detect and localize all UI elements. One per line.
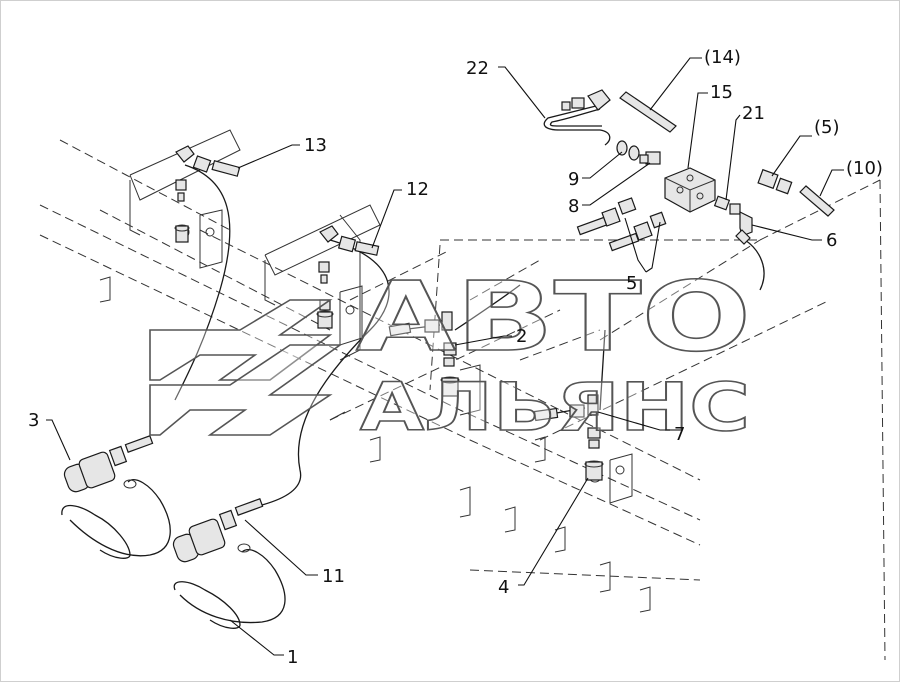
hoses	[174, 104, 765, 506]
callout-8: 8	[568, 196, 579, 217]
watermark-line2: АЛЬЯНС	[360, 369, 750, 446]
callout-13: 13	[304, 135, 327, 156]
callout-4: 4	[498, 577, 509, 598]
couplings	[61, 435, 286, 629]
callout-12: 12	[406, 179, 429, 200]
fittings	[174, 89, 835, 481]
dust-cap-upper	[61, 479, 171, 559]
watermark-logo	[149, 299, 343, 436]
coupling-11	[172, 498, 264, 563]
callout-7: 7	[674, 424, 685, 445]
callout-labels: 22 (14) 15 21 (5) (10) 13 12 9 8 6 5 2 7…	[28, 47, 883, 668]
watermark: АВТО АЛЬЯНС	[149, 260, 752, 447]
callout-11: 11	[322, 566, 345, 587]
callout-6: 6	[826, 230, 837, 251]
leader-lines	[46, 57, 844, 656]
callout-9: 9	[568, 169, 579, 190]
watermark-line1: АВТО	[356, 261, 751, 373]
callout-5-paren: (5)	[814, 117, 840, 138]
callout-14: (14)	[704, 47, 741, 68]
callout-3: 3	[28, 410, 39, 431]
callout-2: 2	[516, 326, 527, 347]
callout-1: 1	[287, 647, 298, 668]
callout-5: 5	[626, 273, 637, 294]
coupling-3	[63, 435, 154, 493]
callout-22: 22	[466, 58, 489, 79]
callout-15: 15	[710, 82, 733, 103]
callout-10-paren: (10)	[846, 158, 883, 179]
dust-cap-lower	[173, 543, 286, 629]
chassis-frame	[39, 139, 886, 661]
callout-21: 21	[742, 103, 765, 124]
